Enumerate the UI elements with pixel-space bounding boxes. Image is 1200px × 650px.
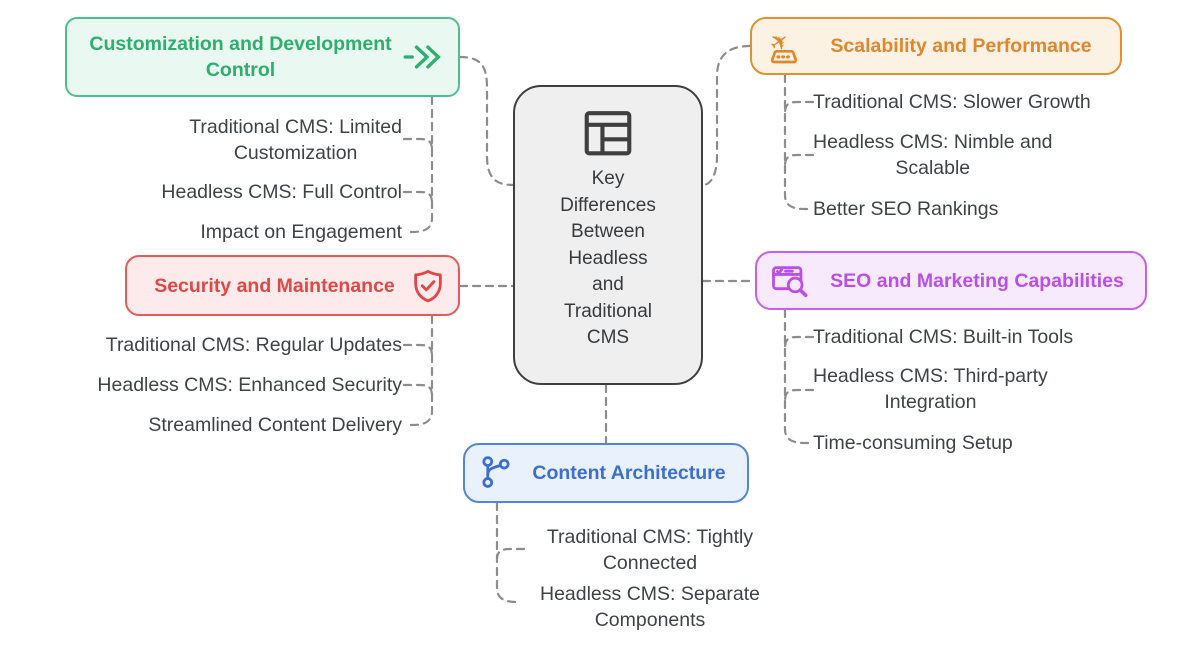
branch-architecture-label: Content Architecture [532,462,726,484]
connector-orange-center [701,44,752,187]
svg-text:✈: ✈ [765,26,796,58]
fast-forward-icon [403,45,441,69]
page-search-icon [772,265,808,297]
connector-orange-stub-1 [783,100,815,115]
leaf-architecture-2: Headless CMS: Separate Components [539,583,761,631]
leaf-seo-3: Time-consuming Setup [813,432,1013,454]
connector-purple-leaves [783,308,811,445]
leaf-scalability-2: Headless CMS: Nimble and Scalable [813,131,1053,179]
leaf-security-1: Traditional CMS: Regular Updates [105,334,402,356]
connector-orange-stub-2 [783,153,815,168]
branch-seo-label: SEO and Marketing Capabilities [830,269,1124,292]
leaf-scalability-1: Traditional CMS: Slower Growth [813,91,1091,113]
branch-architecture: Content Architecture [463,443,749,503]
connector-purple-stub-2 [783,388,815,403]
leaf-seo-1: Traditional CMS: Built-in Tools [813,326,1074,348]
connector-green-stub-1 [402,137,434,152]
branch-security-label: Security and Maintenance [154,274,395,297]
leaf-architecture-1: Traditional CMS: Tightly Connected [546,526,754,574]
center-title: Key Differences Between Headless and Tra… [560,168,656,348]
connector-red-leaves [406,314,434,427]
branch-scalability: ✈ Scalability and Performance [750,17,1122,75]
connector-purple-stub-1 [783,335,815,350]
branch-scalability-label: Scalability and Performance [830,35,1092,57]
leaf-security-2: Headless CMS: Enhanced Security [97,374,402,396]
leaf-security-3: Streamlined Content Delivery [148,414,402,436]
shield-check-icon [414,269,442,302]
connector-green-leaves [406,95,434,234]
git-branch-icon [482,456,510,488]
connector-red-stub-2 [402,383,434,398]
flight-takeoff-icon: ✈ [765,26,798,64]
branch-security: Security and Maintenance [125,255,460,316]
leaf-scalability-3: Better SEO Rankings [813,198,999,220]
leaf-customization-2: Headless CMS: Full Control [161,181,402,203]
leaf-customization-3: Impact on Engagement [200,221,402,243]
branch-customization-label: Customization and Development Control [89,33,392,81]
center-node: Key Differences Between Headless and Tra… [513,85,703,385]
connector-green-center [458,55,515,187]
connector-green-stub-2 [402,190,434,205]
layout-panels-icon [584,111,632,156]
connector-red-stub-1 [402,343,434,358]
leaf-customization-1: Traditional CMS: Limited Customization [189,116,402,164]
leaf-seo-2: Headless CMS: Third-party Integration [813,365,1048,413]
branch-customization: Customization and Development Control [65,17,460,97]
connector-orange-leaves [783,73,811,211]
branch-seo: SEO and Marketing Capabilities [755,251,1147,310]
